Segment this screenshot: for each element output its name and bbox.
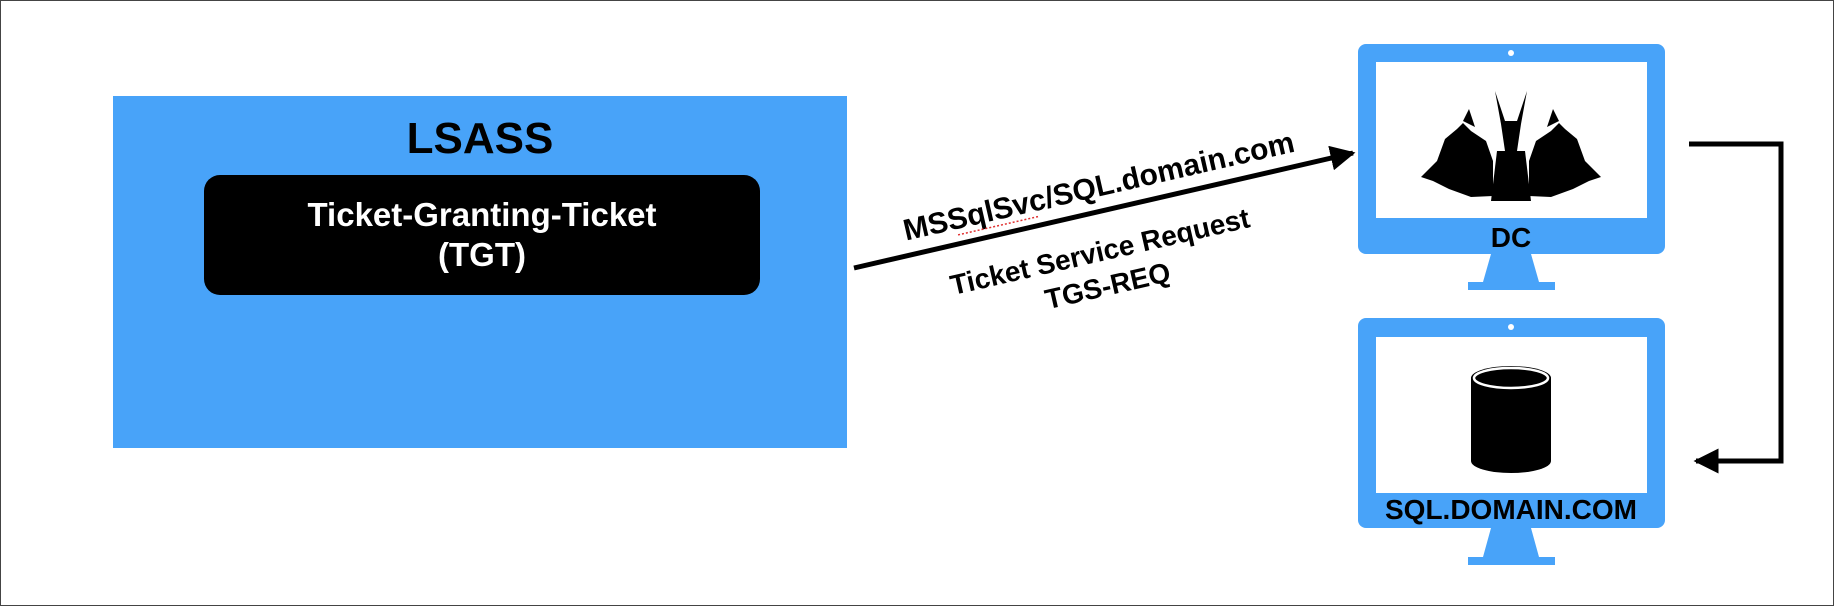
tgt-box: Ticket-Granting-Ticket (TGT) — [204, 175, 760, 295]
tgt-label-line1: Ticket-Granting-Ticket — [307, 196, 657, 233]
dc-label: DC — [1491, 222, 1531, 253]
dc-monitor: DC — [1358, 44, 1665, 290]
cerberus-icon — [1421, 91, 1601, 201]
lsass-title: LSASS — [406, 114, 554, 163]
sql-label: SQL.DOMAIN.COM — [1385, 494, 1637, 525]
request-arrow — [853, 145, 1356, 271]
sql-monitor: SQL.DOMAIN.COM — [1358, 318, 1665, 565]
tgt-label-line2: (TGT) — [438, 236, 526, 273]
return-arrow — [1689, 141, 1784, 474]
lsass-box: LSASS Ticket-Granting-Ticket (TGT) — [113, 96, 847, 448]
database-icon — [1471, 366, 1551, 473]
